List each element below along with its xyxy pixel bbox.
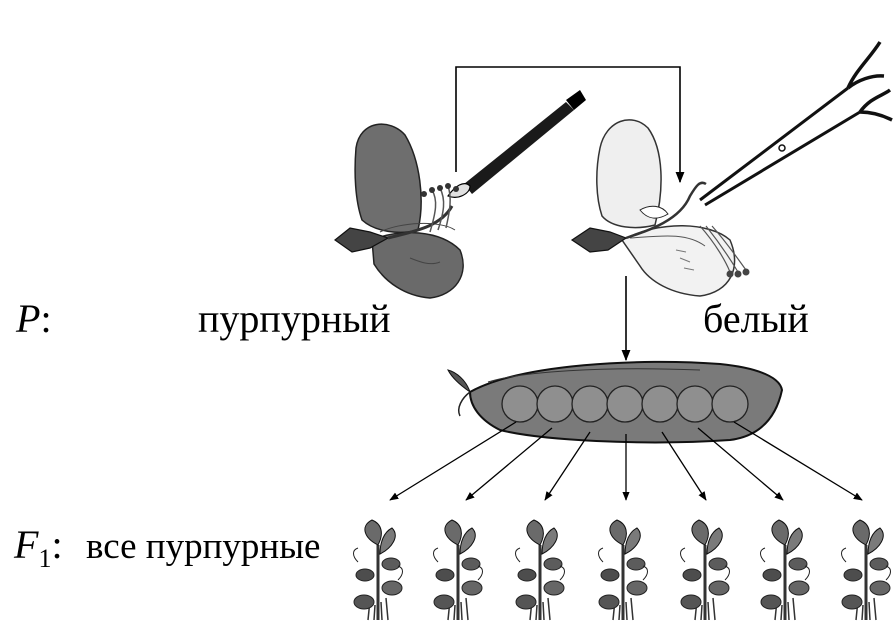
parent-generation-label: P: — [15, 296, 52, 341]
scissors-icon — [700, 42, 892, 205]
pea-plant-icon — [599, 520, 648, 620]
parent-right-phenotype: белый — [703, 296, 809, 341]
parent-left-phenotype: пурпурный — [198, 296, 391, 341]
purple-flower — [335, 124, 463, 298]
pea-plant-icon — [842, 520, 891, 620]
pea-plant-icon — [354, 520, 403, 620]
pea-plant-icon — [681, 520, 730, 620]
pea-plant-icon — [434, 520, 483, 620]
white-flower — [572, 120, 750, 296]
f1-phenotype: все пурпурные — [86, 526, 320, 567]
pea-plant-icon — [761, 520, 810, 620]
f1-generation-label: F1: — [13, 522, 63, 573]
paintbrush-icon — [448, 90, 586, 197]
pea-pod-icon — [448, 362, 782, 443]
pea-plant-icon — [516, 520, 565, 620]
f1-plants — [354, 520, 891, 620]
